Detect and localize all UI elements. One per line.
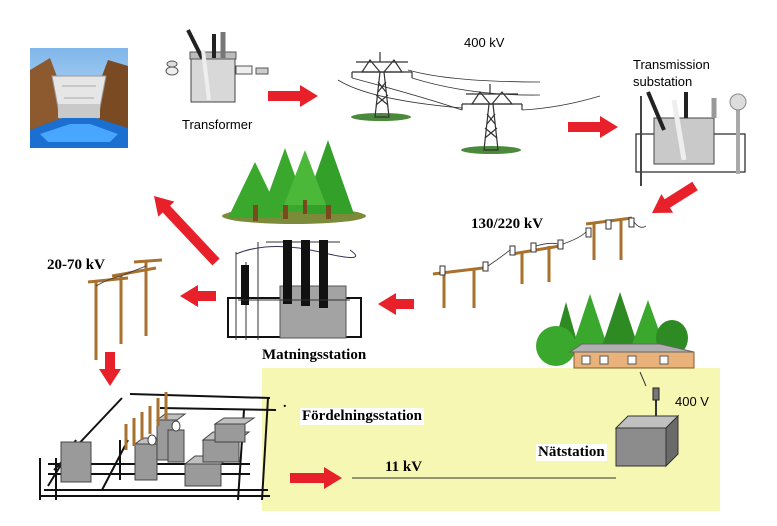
flow-arrow xyxy=(180,285,216,307)
pole-line-icon xyxy=(432,216,633,308)
dot-mark: . xyxy=(283,396,287,411)
matningsstation-icon xyxy=(227,240,362,340)
transmission-substation-label: Transmission substation xyxy=(633,57,710,89)
houses-icon xyxy=(536,292,695,369)
insulators xyxy=(439,217,635,276)
flow-arrow xyxy=(99,352,121,386)
natstation-icon xyxy=(614,371,680,468)
power-lines xyxy=(337,69,601,111)
substation-cylinders xyxy=(147,420,181,446)
substation-insulators xyxy=(124,392,168,450)
natstation-label: Nätstation xyxy=(536,444,607,461)
11kv-label: 11 kV xyxy=(385,459,423,475)
flow-arrow xyxy=(568,116,618,138)
hydro-dam-image xyxy=(30,48,128,148)
pylon-icon xyxy=(351,52,413,121)
fordelningsstation-label: Fördelningsstation xyxy=(300,408,425,425)
130-220kv-label: 130/220 kV xyxy=(471,216,544,232)
pole-wires xyxy=(95,265,147,287)
flow-arrow xyxy=(378,293,414,315)
400kv-label: 400 kV xyxy=(464,35,505,50)
flow-arrow xyxy=(268,85,318,107)
matningsstation-label: Matningsstation xyxy=(262,347,367,363)
transformer-icon xyxy=(165,29,269,103)
pole-line-icon xyxy=(87,258,163,360)
transmission-substation-icon xyxy=(635,91,747,186)
flow-arrow xyxy=(290,467,342,489)
pylon-icon xyxy=(461,84,523,154)
flow-arrow xyxy=(652,181,698,213)
flow-arrow xyxy=(154,196,220,266)
20-70kv-label: 20-70 kV xyxy=(47,257,105,273)
400v-label: 400 V xyxy=(675,394,709,409)
substation-boxes xyxy=(60,413,256,487)
forest-icon xyxy=(222,140,366,224)
pole-wires xyxy=(487,221,647,267)
transformer-label: Transformer xyxy=(182,117,253,132)
